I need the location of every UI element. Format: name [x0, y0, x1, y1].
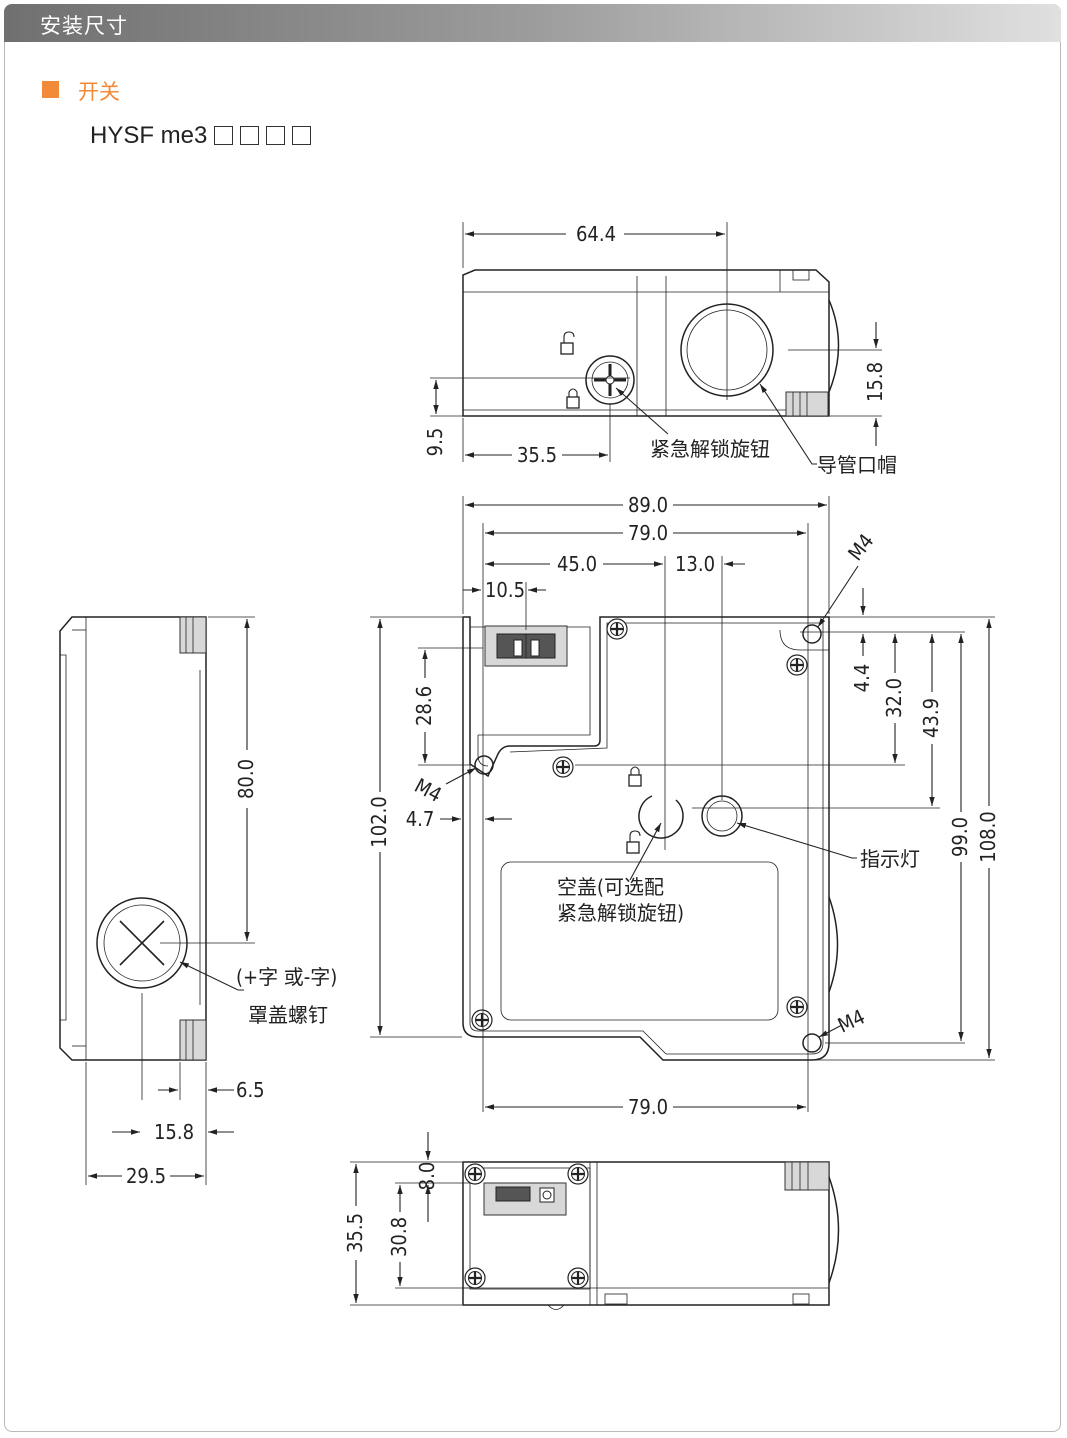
dim-35-5-bottom: 35.5: [343, 1213, 367, 1253]
dim-8-0: 8.0: [415, 1162, 439, 1191]
lock-icon: [566, 388, 580, 409]
model-slot-box: [214, 126, 234, 145]
unlock-icon: [560, 331, 575, 355]
dim-15-8-side: 15.8: [154, 1120, 194, 1144]
dim-29-5: 29.5: [126, 1164, 166, 1188]
dim-9-5: 9.5: [423, 428, 447, 457]
label-indicator: 指示灯: [860, 847, 920, 871]
dim-43-9: 43.9: [919, 698, 943, 738]
label-m4-top: M4: [843, 529, 879, 565]
label-emergency-knob: 紧急解锁旋钮: [650, 437, 770, 461]
model-text: HYSF me3: [90, 122, 208, 149]
dim-79-0-bottom: 79.0: [628, 1095, 668, 1119]
dim-10-5: 10.5: [485, 578, 525, 602]
dim-13-0: 13.0: [675, 552, 715, 576]
dim-102-0: 102.0: [367, 796, 391, 848]
section-header-bar: 安装尺寸: [4, 4, 1061, 42]
dim-64-4: 64.4: [576, 222, 616, 246]
unlock-icon: [626, 830, 641, 854]
label-cover-line2: 紧急解锁旋钮): [557, 901, 684, 925]
model-number: HYSF me3: [90, 122, 312, 150]
dim-15-8-top: 15.8: [863, 362, 887, 402]
top-view: 64.4 15.8 9.5 35.5 紧急解锁旋钮 导管口帽: [423, 222, 897, 477]
dim-80-0: 80.0: [234, 759, 258, 799]
dim-30-8: 30.8: [387, 1217, 411, 1257]
lock-icon: [628, 766, 642, 787]
dim-45-0: 45.0: [557, 552, 597, 576]
label-screw-line1: (+字 或-字): [236, 965, 337, 989]
dim-4-7: 4.7: [406, 807, 435, 831]
model-slot-box: [292, 126, 312, 145]
model-slot-box: [240, 126, 260, 145]
dim-99-0: 99.0: [948, 817, 972, 857]
dim-79-0-top: 79.0: [628, 521, 668, 545]
dim-108-0: 108.0: [976, 811, 1000, 863]
label-conduit-cap: 导管口帽: [817, 453, 897, 477]
front-view: 89.0 79.0 45.0 13.0 10.5 28.6 102.0 4.7 …: [367, 493, 1000, 1119]
label-m4-bottom: M4: [834, 1004, 869, 1037]
bottom-view: 35.5 30.8 8.0: [343, 1132, 840, 1310]
dim-4-4: 4.4: [850, 664, 874, 693]
side-view: 80.0 6.5 15.8 29.5 (+字 或-字) 罩盖螺钉: [59, 616, 337, 1188]
label-m4-left: M4: [411, 773, 446, 807]
dim-6-5: 6.5: [236, 1078, 265, 1102]
orange-square-icon: [42, 81, 59, 98]
header-title: 安装尺寸: [40, 14, 128, 38]
dim-35-5-top: 35.5: [517, 443, 557, 467]
dim-32-0: 32.0: [882, 678, 906, 718]
label-screw-line2: 罩盖螺钉: [248, 1003, 328, 1027]
model-slot-box: [266, 126, 286, 145]
dim-89-0: 89.0: [628, 493, 668, 517]
label-cover-line1: 空盖(可选配: [557, 875, 664, 899]
dim-28-6: 28.6: [412, 686, 436, 726]
section-label: 开关: [78, 80, 120, 104]
